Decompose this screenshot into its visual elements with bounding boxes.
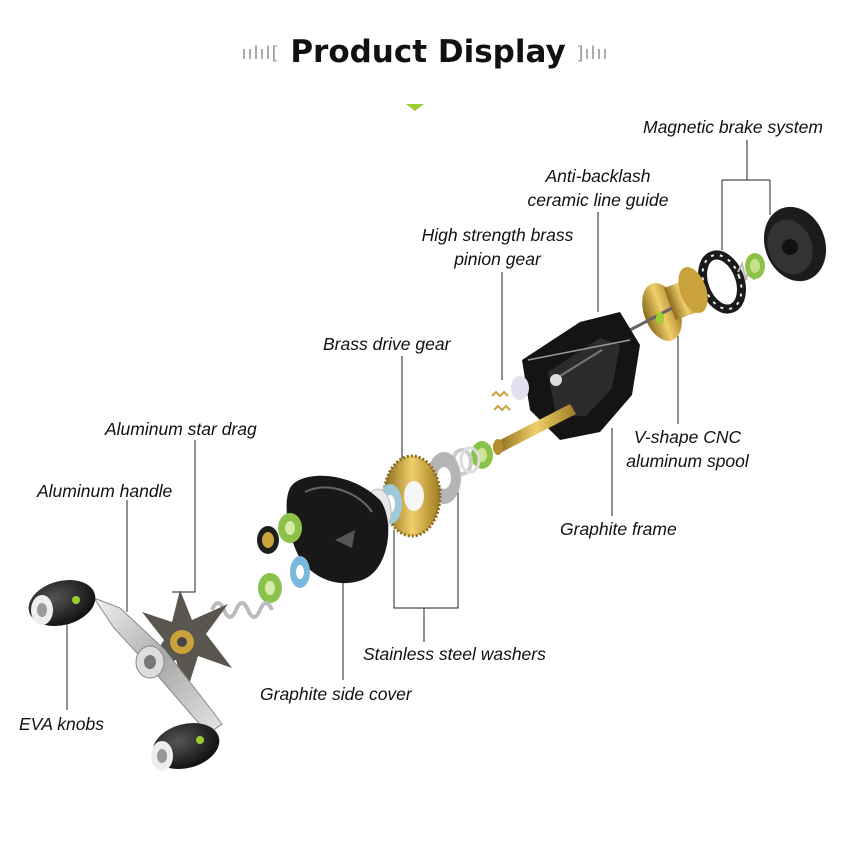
leader-washers — [393, 490, 459, 642]
label-spool-line1: V-shape CNC — [633, 427, 742, 447]
green-marker — [406, 104, 424, 111]
title-decoration-left: ıılıl[ — [241, 43, 280, 64]
label-anti-backlash-line1: Anti-backlash — [545, 166, 651, 186]
label-pinion-line1: High strength brass — [421, 225, 574, 245]
page-title: ıılıl[ Product Display ]ılıı — [0, 34, 850, 70]
eva-knob-top — [28, 579, 96, 627]
brake-bushing — [745, 253, 765, 279]
brake-cap — [763, 206, 827, 282]
spool — [629, 267, 708, 341]
label-handle: Aluminum handle — [37, 481, 173, 501]
label-anti-backlash-line2: ceramic line guide — [527, 190, 669, 210]
pinion-springs — [491, 390, 511, 412]
leader-star-drag — [172, 440, 196, 593]
label-anti-backlash: Anti-backlash ceramic line guide — [518, 164, 678, 212]
label-magnetic-brake: Magnetic brake system — [643, 117, 823, 137]
leader-magnetic-brake — [721, 140, 771, 250]
left-bushing-bottom — [258, 556, 310, 603]
label-spool-line2: aluminum spool — [626, 451, 749, 471]
label-knobs: EVA knobs — [19, 714, 104, 734]
label-frame: Graphite frame — [560, 519, 677, 539]
side-cover — [286, 475, 389, 584]
handle-arm — [92, 596, 223, 735]
graphite-frame — [522, 312, 640, 440]
label-washers: Stainless steel washers — [363, 644, 546, 664]
label-pinion-gear: High strength brass pinion gear — [410, 223, 585, 271]
left-bushing-top — [257, 513, 302, 554]
label-spool: V-shape CNC aluminum spool — [615, 425, 760, 473]
label-side-cover: Graphite side cover — [260, 684, 412, 704]
pinion-shaft — [493, 404, 576, 455]
title-text: Product Display — [290, 34, 566, 70]
title-decoration-right: ]ılıı — [576, 43, 609, 64]
frame-bushing — [471, 441, 493, 469]
pinion-clip — [511, 376, 529, 400]
eva-knob-bottom — [151, 722, 220, 771]
label-pinion-line2: pinion gear — [454, 249, 541, 269]
star-drag — [142, 590, 232, 694]
label-drive-gear: Brass drive gear — [323, 334, 451, 354]
label-star-drag: Aluminum star drag — [105, 419, 257, 439]
